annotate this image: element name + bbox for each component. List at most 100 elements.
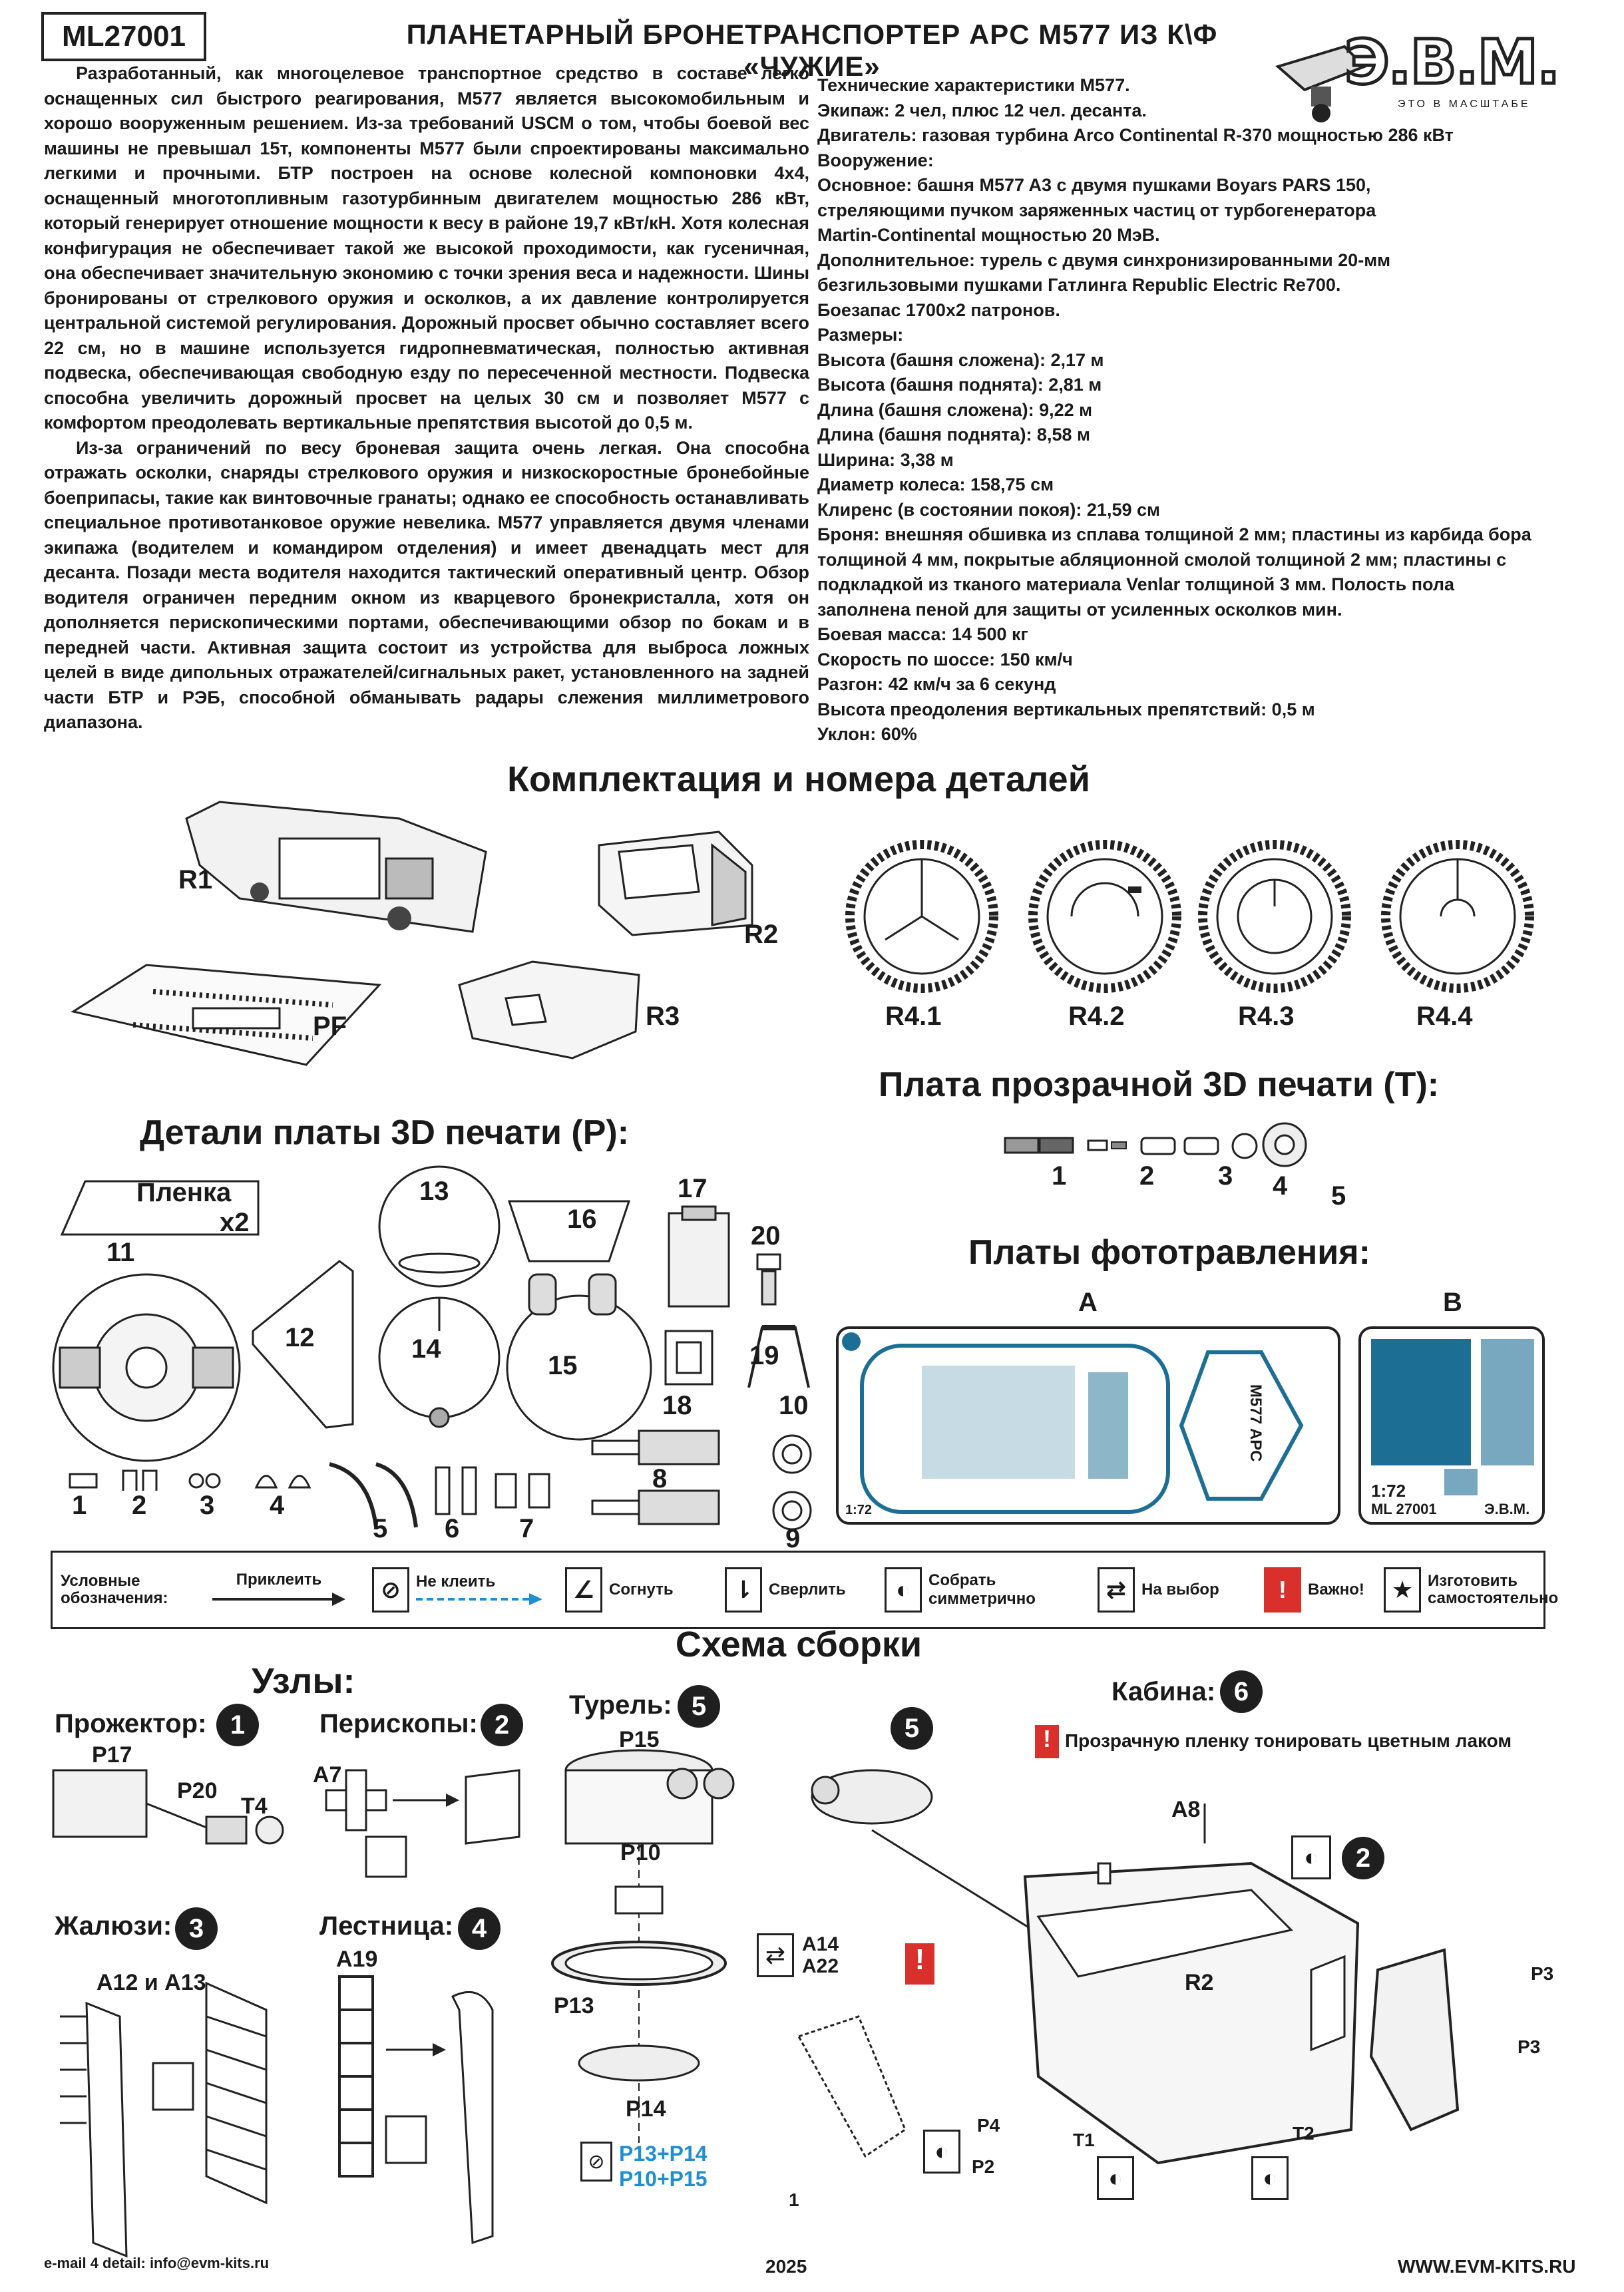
- important-icon: !: [1264, 1567, 1301, 1613]
- small-part-number: 4: [270, 1491, 285, 1520]
- assembly-title: Схема сборки: [675, 1624, 922, 1664]
- legend-no-glue-label: Не клеить: [416, 1573, 496, 1591]
- label-p14: P14: [626, 2096, 666, 2122]
- glue-pair: P13+P14: [619, 2142, 708, 2166]
- label-t1: T1: [1073, 2130, 1095, 2150]
- part-label-r2: R2: [744, 920, 779, 949]
- spec-line: Технические характеристики M577.: [817, 75, 1130, 95]
- clear-part-number: 3: [1218, 1161, 1233, 1191]
- wheel-r4-1-drawing: [845, 840, 998, 993]
- spec-line: стреляющими пучком заряженных частиц от …: [817, 200, 1376, 220]
- spec-line: подкладкой из тканого материала Venlar т…: [817, 574, 1455, 594]
- logo-text: Э.В.М.: [1342, 25, 1561, 100]
- cabin-part-r2-drawing: [598, 831, 753, 936]
- turret-part-r3-drawing: [458, 960, 640, 1059]
- legend-important-label: Важно!: [1308, 1581, 1364, 1599]
- spec-line: Клиренс (в состоянии покоя): 21,59 см: [817, 499, 1160, 520]
- symmetric-icon: ◐: [1097, 2156, 1134, 2200]
- spec-line: Боевая масса: 14 500 кг: [817, 624, 1028, 644]
- step-number-2: 2: [481, 1704, 523, 1746]
- etch-sheet-a-drawing: [836, 1326, 1340, 1525]
- print-part-11-drawing: [52, 1273, 241, 1462]
- important-icon: !: [905, 1943, 934, 1985]
- small-parts-drawing: [69, 1462, 550, 1528]
- spec-line: Скорость по шоссе: 150 км/ч: [817, 649, 1073, 669]
- legend-box: Условные обозначения: Приклеить ⊘ Не кле…: [51, 1551, 1558, 1629]
- label-a22: A22: [802, 1955, 839, 1977]
- label-p2: P2: [972, 2156, 995, 2177]
- choice-arrows-icon: ⇄: [757, 1933, 794, 1977]
- clear-part-number: 5: [1331, 1181, 1346, 1211]
- label-r2: R2: [1185, 1970, 1214, 1995]
- drill-icon: ⇂: [725, 1567, 762, 1613]
- film-label: Пленка: [136, 1178, 232, 1207]
- spec-line: Двигатель: газовая турбина Arco Continen…: [817, 125, 1454, 145]
- spec-line: Основное: башня M577 A3 с двумя пушками …: [817, 175, 1371, 195]
- etch-label-b: B: [1443, 1288, 1462, 1317]
- step-turret-title: Турель:: [569, 1690, 672, 1720]
- print-part-number: 18: [662, 1391, 692, 1420]
- label-a19: A19: [336, 1947, 378, 1972]
- logo-tagline: ЭТО В МАСШТАБЕ: [1398, 98, 1531, 110]
- no-glue-icon: ⊘: [580, 2142, 612, 2182]
- label-p3: P3: [1518, 2036, 1541, 2057]
- clear-parts-drawing: [1004, 1122, 1307, 1167]
- symmetric-icon: ◐: [923, 2130, 960, 2174]
- louvers-assembly-drawing: [60, 1981, 268, 2258]
- print-part-13-drawing: [378, 1165, 501, 1288]
- etch-a-scale: 1:72: [845, 1503, 873, 1517]
- spec-line: Высота (башня поднята): 2,81 м: [817, 375, 1102, 395]
- print-part-10-9-drawing: [772, 1434, 812, 1531]
- symmetric-icon: ◐: [885, 1567, 922, 1613]
- wheel-r4-3-drawing: [1198, 840, 1351, 993]
- part-label-r1: R1: [178, 865, 213, 894]
- step-projector-title: Прожектор:: [55, 1709, 207, 1738]
- spec-list: Технические характеристики M577. Экипаж:…: [817, 73, 1603, 747]
- print-part-number: 19: [749, 1341, 779, 1370]
- print-parts-title: Детали платы 3D печати (P):: [140, 1113, 630, 1152]
- legend-bend-label: Согнуть: [609, 1581, 674, 1599]
- label-p20: P20: [177, 1778, 218, 1804]
- bend-icon: ∠: [565, 1567, 602, 1613]
- floor-part-pf-drawing: [71, 964, 382, 1066]
- step-number-5: 5: [678, 1685, 720, 1728]
- print-part-number: 8: [652, 1464, 668, 1493]
- step-number-4: 4: [458, 1907, 501, 1950]
- legend-choice-label: На выбор: [1141, 1581, 1219, 1599]
- history-paragraph-2: Из-за ограничений по весу броневая защит…: [44, 437, 809, 733]
- print-part-number: 9: [785, 1524, 801, 1553]
- print-part-number: 20: [751, 1221, 781, 1250]
- small-part-number: 2: [132, 1491, 147, 1520]
- document-title: ПЛАНЕТАРНЫЙ БРОНЕТРАНСПОРТЕР APC M577 ИЗ…: [406, 19, 1218, 82]
- clear-part-number: 1: [1052, 1161, 1067, 1191]
- spec-line: Вооружение:: [817, 150, 934, 170]
- small-part-number: 5: [373, 1514, 388, 1543]
- small-part-number: 1: [72, 1491, 87, 1520]
- print-part-17-drawing: [668, 1205, 730, 1308]
- spec-line: Высота преодоления вертикальных препятст…: [817, 699, 1315, 719]
- print-part-20-drawing: [756, 1253, 781, 1306]
- turret-assembly-drawing: [551, 1749, 735, 2143]
- legend-glue: Приклеить: [199, 1553, 359, 1627]
- label-a8: A8: [1171, 1797, 1201, 1822]
- etch-a-plate-text: M577 APC: [1247, 1384, 1265, 1462]
- choice-arrows-icon: ⇄: [1098, 1567, 1135, 1613]
- etch-sheet-b-drawing: [1358, 1326, 1545, 1525]
- legend-label: Условные обозначения:: [61, 1572, 168, 1607]
- legend-important: ! Важно!: [1264, 1553, 1397, 1627]
- print-part-16-drawing: [507, 1200, 631, 1262]
- part-label-pf: PF: [313, 1012, 347, 1041]
- label-a7: A7: [313, 1762, 342, 1788]
- wheel-label: R4.1: [885, 1002, 942, 1031]
- spec-line: Длина (башня поднята): 8,58 м: [817, 425, 1090, 445]
- print-part-number: 17: [678, 1174, 708, 1203]
- print-part-19-drawing: [747, 1325, 810, 1388]
- legend-bend: ∠ Согнуть: [565, 1553, 718, 1627]
- step-cabin-title: Кабина:: [1112, 1677, 1216, 1706]
- etch-b-brand: Э.В.М.: [1484, 1501, 1530, 1517]
- label-p10: P10: [620, 1840, 661, 1865]
- footer-year: 2025: [765, 2256, 807, 2277]
- step-periscopes-title: Перископы:: [319, 1709, 478, 1738]
- wheel-label: R4.3: [1238, 1002, 1295, 1031]
- legend-choice: ⇄ На выбор: [1098, 1553, 1257, 1627]
